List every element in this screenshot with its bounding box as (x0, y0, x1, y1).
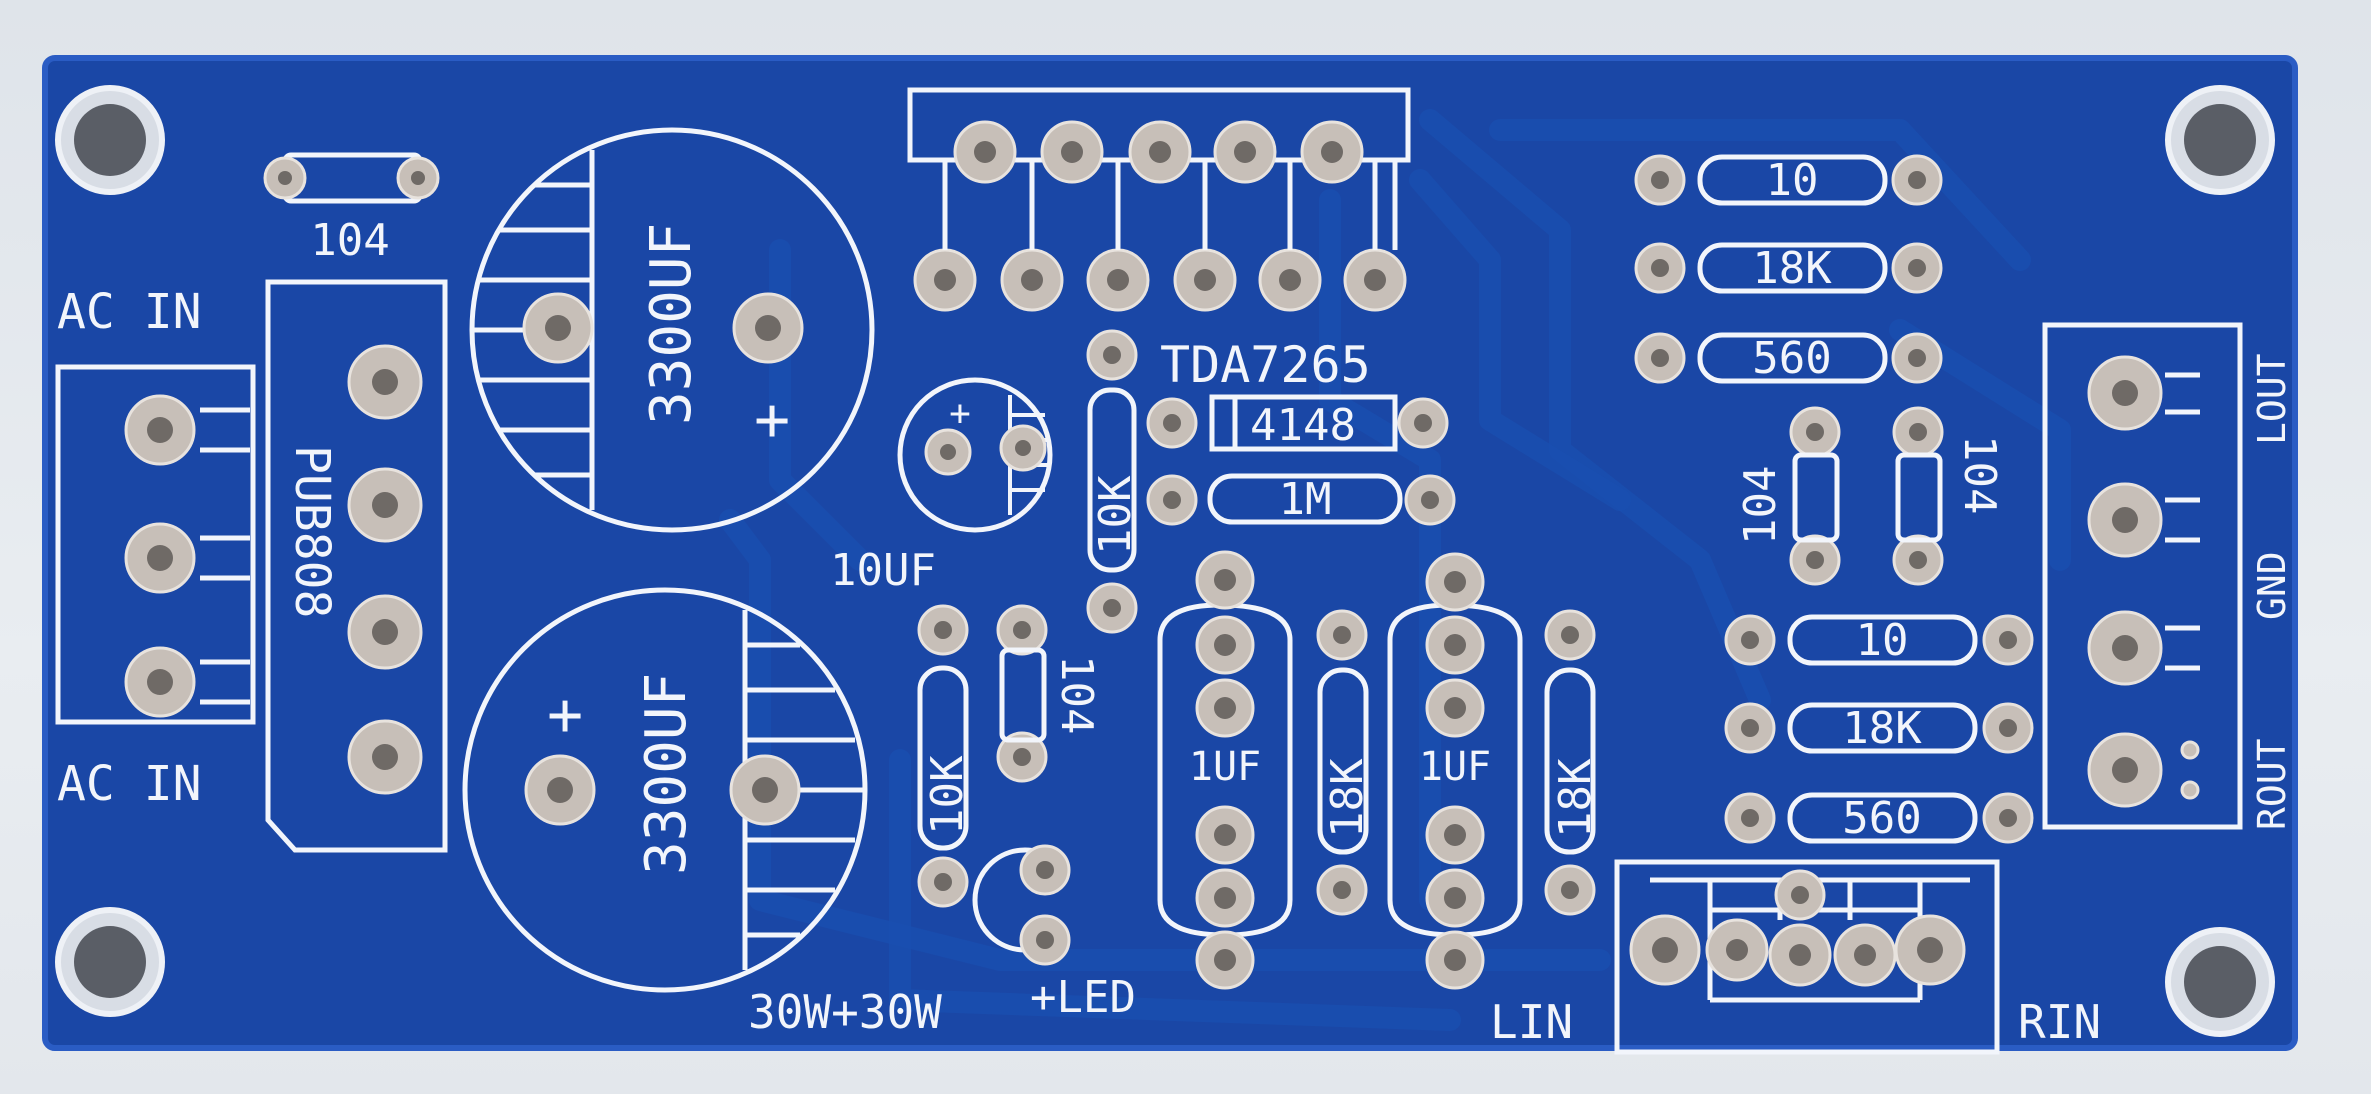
cap-104-mid: 104 (996, 604, 1102, 783)
cap-1uf-a-label: 1UF (1189, 744, 1261, 790)
resistor-18k-top: 18K (1634, 242, 1943, 294)
ic-tda7265: TDA7265 (907, 87, 1411, 394)
led: +LED (972, 844, 1136, 1023)
cap-3300uf-top-label: 3300UF (639, 223, 704, 425)
cap-104-right-b-label: 104 (1954, 435, 2005, 514)
mounting-hole-tl (55, 85, 165, 195)
diode-label: 4148 (1250, 400, 1356, 451)
resistor-bank-top: 10 18K 560 (1634, 154, 1943, 384)
ac-in-label-top: AC IN (57, 284, 202, 340)
resistor-560-bottom: 560 (1724, 792, 2034, 844)
res-bottom-0-label: 10 (1856, 615, 1909, 666)
cap-1uf-b-label: 1UF (1419, 744, 1491, 790)
mounting-hole-bl (55, 907, 165, 1017)
cap-1uf-a: 1UF (1157, 550, 1293, 990)
ic-label: TDA7265 (1160, 336, 1371, 394)
resistor-10-top: 10 (1634, 154, 1943, 206)
resistor-10k-a: 10K (1086, 329, 1141, 634)
gnd-label: GND (2250, 551, 2294, 620)
cap-10uf-label: 10UF (830, 545, 936, 596)
cap-104-right-a-label: 104 (1735, 466, 1786, 545)
resistor-18k-a: 18K (1316, 609, 1373, 916)
resistor-18k-b: 18K (1544, 609, 1601, 916)
led-label: +LED (1030, 972, 1136, 1023)
cap-3300uf-bottom: 3300UF + (462, 587, 868, 993)
bridge-rectifier: PUB808 (265, 279, 448, 853)
input-connector: LIN RIN (1490, 859, 2101, 1055)
res-bottom-1-label: 18K (1842, 703, 1922, 754)
resistor-10k-b: 10K (917, 604, 973, 908)
ac-in-connector: AC IN AC IN (55, 284, 256, 812)
mounting-hole-tr (2165, 85, 2275, 195)
cap-3300uf-bottom-label: 3300UF (634, 673, 699, 875)
cap-top-plus: + (754, 385, 790, 455)
cap-104-mid-label: 104 (1051, 655, 1102, 734)
resistor-10k-a-label: 10K (1090, 475, 1141, 555)
cap-104-right-b: 104 (1892, 406, 2005, 586)
resistor-1m: 1M (1146, 473, 1456, 526)
res-bottom-2-label: 560 (1842, 793, 1921, 844)
cap-10uf: + 10UF (830, 377, 1053, 596)
resistor-1m-label: 1M (1279, 474, 1332, 525)
cap-104-top: 104 (263, 152, 440, 266)
mounting-hole-br (2165, 927, 2275, 1037)
ac-in-label-bottom: AC IN (57, 756, 202, 812)
resistor-18k-bottom: 18K (1724, 702, 2034, 754)
resistor-bank-bottom: 10 18K 560 (1724, 614, 2034, 844)
resistor-18k-b-label: 18K (1550, 758, 1601, 838)
resistor-10k-b-label: 10K (922, 755, 973, 835)
cap-104-right-a: 104 (1735, 406, 1841, 586)
cap-3300uf-top: 3300UF + (469, 127, 875, 533)
resistor-560-top: 560 (1634, 332, 1943, 384)
rout-label: ROUT (2250, 738, 2294, 830)
cap-1uf-b: 1UF (1387, 552, 1523, 990)
power-rating-label: 30W+30W (748, 985, 942, 1039)
lout-label: LOUT (2250, 353, 2294, 445)
resistor-18k-a-label: 18K (1322, 758, 1373, 838)
diode-4148: 4148 (1146, 394, 1449, 452)
res-top-2-label: 560 (1752, 333, 1831, 384)
output-connector: LOUT GND ROUT (2042, 322, 2294, 830)
lin-label: LIN (1490, 995, 1573, 1049)
res-top-1-label: 18K (1752, 243, 1832, 294)
bridge-label: PUB808 (284, 445, 340, 618)
cap-bottom-plus: + (547, 680, 583, 750)
res-top-0-label: 10 (1766, 155, 1819, 206)
cap-104-top-label: 104 (310, 215, 389, 266)
rin-label: RIN (2018, 995, 2101, 1049)
cap-10uf-plus: + (949, 393, 971, 434)
resistor-10-bottom: 10 (1724, 614, 2034, 666)
